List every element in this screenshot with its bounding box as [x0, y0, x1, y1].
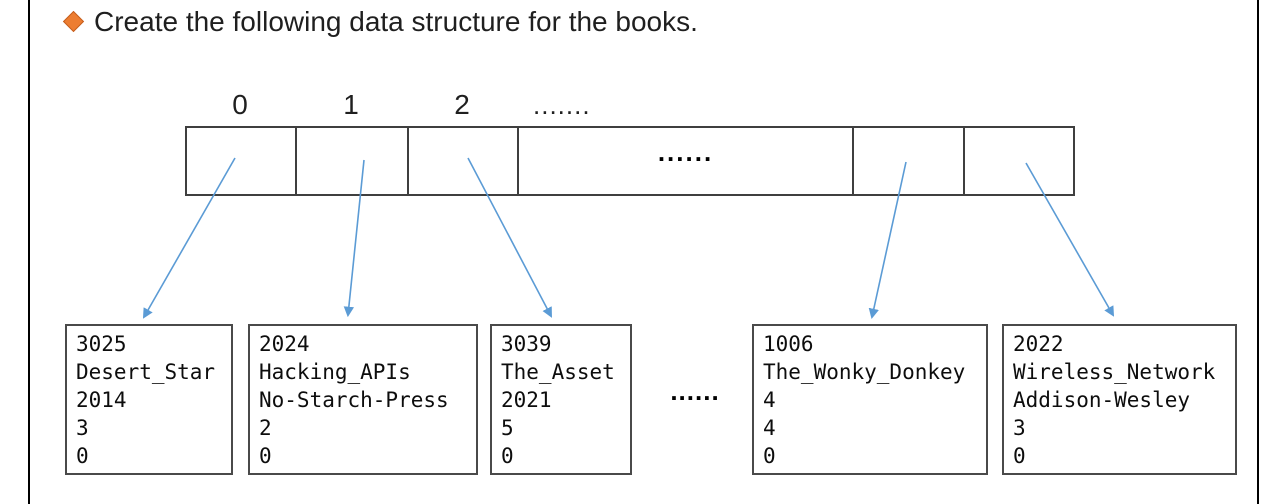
records-ellipsis: ......: [670, 376, 720, 406]
book-id: 1006: [763, 332, 814, 356]
book-title: Wireless_Network: [1013, 360, 1216, 384]
book-field: 4: [763, 416, 776, 440]
book-field: 4: [763, 388, 776, 412]
book-record-4: 2022 Wireless_Network Addison-Wesley 3 0: [1002, 324, 1237, 475]
array-cell-n: [965, 128, 1073, 194]
book-field: 3: [76, 416, 89, 440]
array-cell-ellipsis: ......: [519, 128, 854, 194]
book-record-3: 1006 The_Wonky_Donkey 4 4 0: [752, 324, 988, 475]
slide-left-border: [28, 0, 30, 504]
book-id: 3039: [501, 332, 552, 356]
books-array: ......: [185, 126, 1075, 196]
book-title: The_Wonky_Donkey: [763, 360, 966, 384]
array-index-label-0: 0: [232, 89, 248, 120]
book-title: The_Asset: [501, 360, 615, 384]
book-field: 2: [259, 416, 272, 440]
book-field: 0: [501, 444, 514, 468]
slide-title: Create the following data structure for …: [94, 6, 698, 37]
diamond-bullet-icon: [62, 10, 85, 33]
book-record-2: 3039 The_Asset 2021 5 0: [490, 324, 632, 475]
slide-right-border: [1257, 0, 1259, 504]
book-field: 5: [501, 416, 514, 440]
book-field: 0: [763, 444, 776, 468]
book-field: 0: [1013, 444, 1026, 468]
array-cell-0: [187, 128, 297, 194]
book-field: 3: [1013, 416, 1026, 440]
book-id: 2022: [1013, 332, 1064, 356]
book-record-1: 2024 Hacking_APIs No-Starch-Press 2 0: [248, 324, 478, 475]
book-field: 2021: [501, 388, 552, 412]
book-record-0: 3025 Desert_Star 2014 3 0: [65, 324, 233, 475]
book-field: 2014: [76, 388, 127, 412]
book-title: Hacking_APIs: [259, 360, 411, 384]
book-field: 0: [76, 444, 89, 468]
book-field: 0: [259, 444, 272, 468]
array-cell-n-1: [854, 128, 965, 194]
book-id: 3025: [76, 332, 127, 356]
book-title: Desert_Star: [76, 360, 216, 384]
array-inner-ellipsis: ......: [657, 136, 714, 167]
array-cell-1: [297, 128, 409, 194]
book-field: No-Starch-Press: [259, 388, 449, 412]
array-index-label-1: 1: [343, 89, 359, 120]
array-index-ellipsis: .......: [533, 90, 591, 120]
book-id: 2024: [259, 332, 310, 356]
array-index-label-2: 2: [454, 89, 470, 120]
array-cell-2: [409, 128, 519, 194]
book-field: Addison-Wesley: [1013, 388, 1191, 412]
